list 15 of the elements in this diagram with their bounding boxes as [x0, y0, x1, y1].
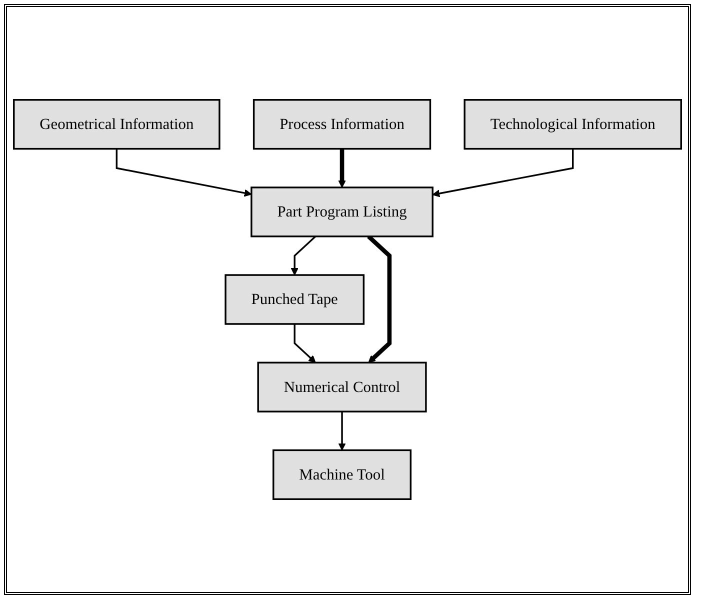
- arrow: [294, 324, 316, 363]
- flowchart-drawing: Geometrical Information Process Information Technological Information Part Program Listing Punched Tape Numerical Control Machine Tool: [7, 92, 688, 506]
- node-box: [272, 449, 412, 500]
- node-box: [464, 99, 682, 150]
- arrow: [116, 148, 252, 197]
- arrow: [338, 412, 346, 451]
- node-box: [257, 362, 427, 412]
- node-box: [252, 99, 432, 150]
- arrow: [432, 148, 574, 198]
- node-box: [13, 99, 220, 150]
- arrow: [367, 234, 392, 363]
- node-box: [250, 186, 434, 238]
- node-box: [224, 274, 365, 325]
- arrow: [338, 148, 346, 188]
- arrow: [290, 236, 316, 276]
